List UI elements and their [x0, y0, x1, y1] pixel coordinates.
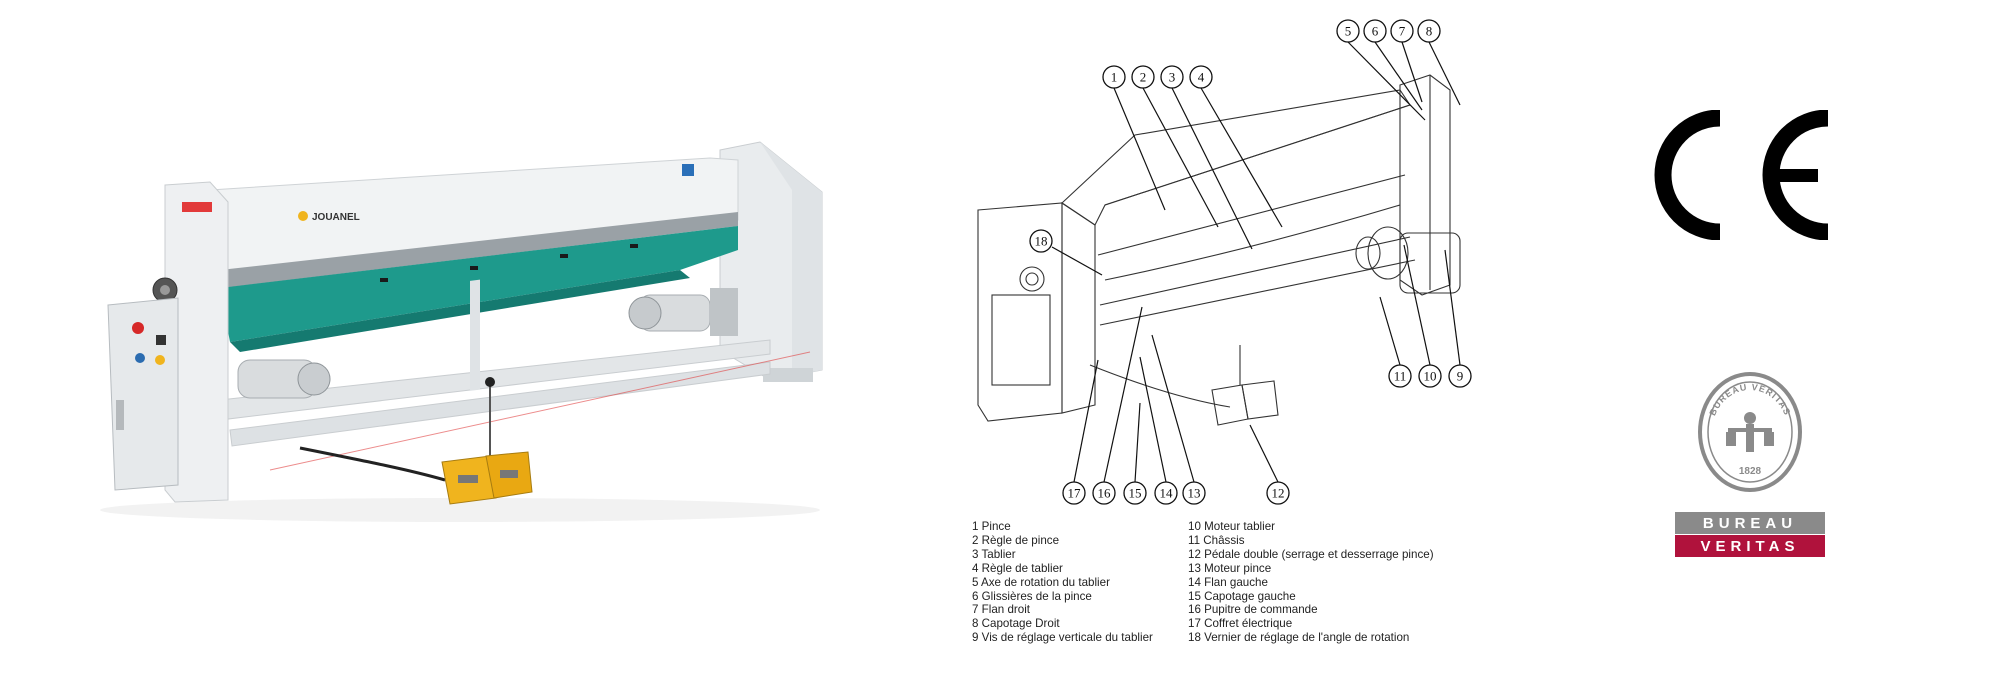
legend-item: 2 Règle de pince: [972, 533, 1060, 547]
callout-14: 14: [1154, 481, 1178, 505]
callout-7: 7: [1390, 19, 1414, 43]
svg-text:18: 18: [1035, 234, 1048, 249]
legend-item: 14 Flan gauche: [1188, 575, 1268, 589]
legend-item: 1 Pince: [972, 520, 1011, 533]
svg-text:16: 16: [1098, 486, 1112, 501]
legend-item: 18 Vernier de réglage de l'angle de rota…: [1188, 631, 1410, 645]
legend-item: 6 Glissières de la pince: [972, 589, 1092, 603]
legend-item: 13 Moteur pince: [1188, 561, 1272, 575]
parts-legend: 1 Pince 2 Règle de pince 3 Tablier 4 Règ…: [972, 520, 1492, 645]
callout-16: 16: [1092, 481, 1116, 505]
svg-text:1: 1: [1111, 70, 1118, 85]
svg-text:8: 8: [1426, 24, 1433, 39]
legend-column-right: 10 Moteur tablier 11 Châssis 12 Pédale d…: [1188, 520, 1434, 645]
svg-text:12: 12: [1272, 486, 1285, 501]
callout-8: 8: [1417, 19, 1441, 43]
legend-item: 17 Coffret électrique: [1188, 617, 1293, 631]
diagram-outline: [977, 74, 1461, 426]
callout-10: 10: [1418, 364, 1442, 388]
legend-item: 15 Capotage gauche: [1188, 589, 1296, 603]
svg-text:13: 13: [1188, 486, 1201, 501]
legend-item: 10 Moteur tablier: [1188, 520, 1275, 533]
svg-text:14: 14: [1160, 486, 1174, 501]
svg-text:15: 15: [1129, 486, 1142, 501]
svg-text:17: 17: [1068, 486, 1082, 501]
svg-text:4: 4: [1198, 70, 1205, 85]
callout-3: 3: [1160, 65, 1184, 89]
legend-item: 3 Tablier: [972, 547, 1016, 561]
callout-15: 15: [1123, 481, 1147, 505]
bureau-veritas-logo: BUREAU VERITAS 1828 BUREAU VERITAS: [1675, 372, 1825, 557]
svg-text:10: 10: [1424, 369, 1437, 384]
top-beam: JOUANEL: [209, 157, 739, 288]
bv-word-bureau: BUREAU: [1703, 515, 1797, 532]
svg-text:2: 2: [1140, 70, 1147, 85]
legend-item: 12 Pédale double (serrage et desserrage …: [1188, 547, 1434, 561]
svg-text:7: 7: [1399, 24, 1406, 39]
control-box: [107, 297, 179, 491]
machine-photo: JOUANEL: [100, 141, 823, 522]
callout-6: 6: [1363, 19, 1387, 43]
left-upright: [152, 181, 229, 503]
callout-11: 11: [1388, 364, 1412, 388]
callout-12: 12: [1266, 481, 1290, 505]
legend-item: 9 Vis de réglage verticale du tablier: [972, 631, 1153, 645]
svg-text:6: 6: [1372, 24, 1379, 39]
callout-18: 18: [1029, 229, 1053, 253]
ce-mark-logo: [1654, 110, 1829, 240]
seal-figure: [1726, 412, 1774, 452]
legend-item: 16 Pupitre de commande: [1188, 603, 1318, 617]
brand-label: JOUANEL: [298, 211, 360, 223]
svg-text:11: 11: [1394, 369, 1407, 384]
clamp-motor: [237, 359, 331, 399]
callout-2: 2: [1131, 65, 1155, 89]
legend-item: 7 Flan droit: [972, 603, 1030, 617]
callout-5: 5: [1336, 19, 1360, 43]
red-label: [182, 202, 212, 212]
brand-text: JOUANEL: [312, 212, 360, 223]
bv-word-veritas: VERITAS: [1701, 538, 1800, 555]
svg-text:5: 5: [1345, 24, 1352, 39]
foot-pedal: [441, 377, 533, 505]
callout-9: 9: [1448, 364, 1472, 388]
svg-text:9: 9: [1457, 369, 1464, 384]
callout-17: 17: [1062, 481, 1086, 505]
machine-diagram: 1 2 3 4 5 6 7 8 9 10 11 12 13 14 15 16 1…: [977, 19, 1472, 505]
callout-13: 13: [1182, 481, 1206, 505]
callout-4: 4: [1189, 65, 1213, 89]
legend-item: 5 Axe de rotation du tablier: [972, 575, 1110, 589]
legend-item: 4 Règle de tablier: [972, 561, 1063, 575]
blue-label: [682, 164, 694, 176]
svg-text:3: 3: [1169, 70, 1176, 85]
legend-column-left: 1 Pince 2 Règle de pince 3 Tablier 4 Règ…: [972, 520, 1153, 645]
right-upright: [719, 141, 823, 382]
legend-item: 11 Châssis: [1188, 533, 1245, 547]
legend-item: 8 Capotage Droit: [972, 617, 1060, 631]
callout-1: 1: [1102, 65, 1126, 89]
callout-leaders: [1051, 41, 1461, 483]
seal-year: 1828: [1739, 466, 1762, 477]
apron-motor: [628, 288, 738, 336]
